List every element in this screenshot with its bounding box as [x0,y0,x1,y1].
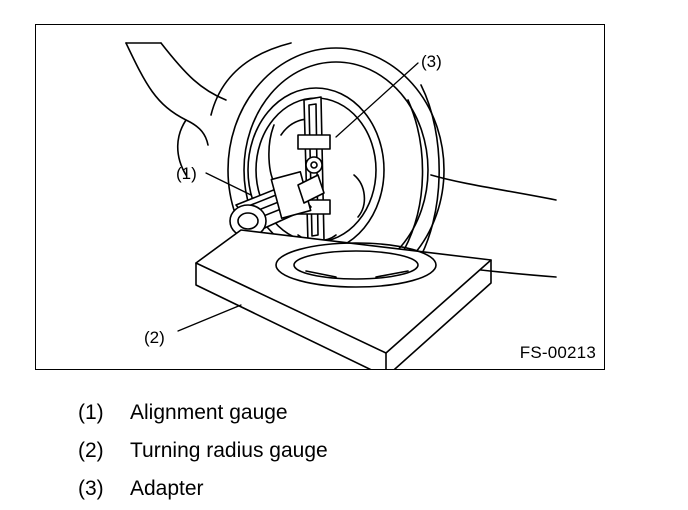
legend-item: (1) Alignment gauge [78,402,288,423]
legend-text: Alignment gauge [130,401,288,424]
turning-radius-gauge [195,229,492,369]
callout-3: (3) [421,52,442,71]
legend-number: (2) [78,439,104,462]
legend-item: (3) Adapter [78,478,204,499]
figure-id-label: FS-00213 [519,343,596,362]
callout-1: (1) [176,164,197,183]
legend-item: (2) Turning radius gauge [78,440,328,461]
alignment-gauge [229,170,325,238]
legend-number: (1) [78,401,104,424]
figure-frame: (1) (2) (3) FS-00213 [35,24,605,370]
legend-text: Turning radius gauge [130,439,328,462]
legend-text: Adapter [130,477,204,500]
leader-line-3 [335,62,419,138]
legend-number: (3) [78,477,104,500]
leader-line-1 [205,172,252,196]
callout-2: (2) [144,328,165,347]
leader-lines [177,62,419,332]
wheel-alignment-illustration [125,42,557,369]
leader-line-2 [177,304,242,332]
